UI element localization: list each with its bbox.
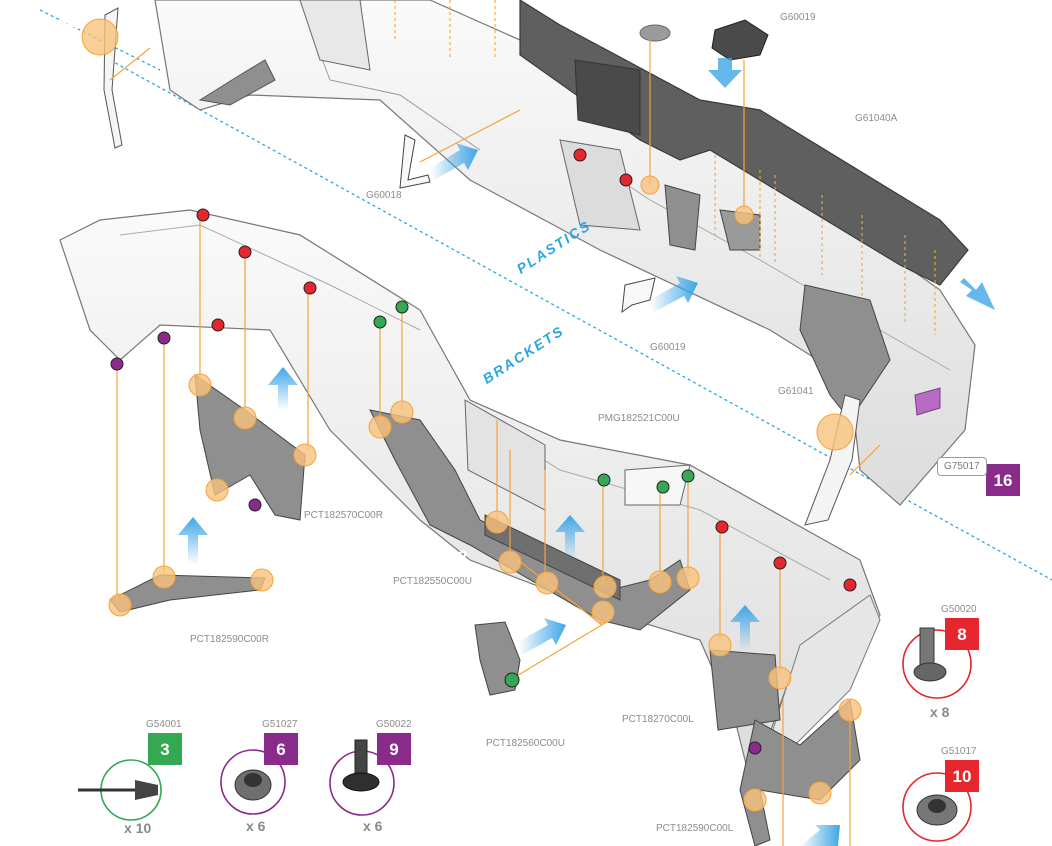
part-12-plug: [639, 24, 671, 42]
upper-brackets: [664, 184, 891, 421]
callout-10: 10: [945, 760, 979, 792]
part-code: G60018: [366, 190, 402, 201]
stud-bolt-icon: [902, 627, 972, 699]
part-code: G50022: [376, 719, 412, 730]
callout-16: 16: [986, 464, 1020, 496]
part-code: PMG182521C00U: [598, 413, 680, 424]
callout-6: 6: [264, 733, 298, 765]
bolt-icon: [329, 739, 395, 816]
callout-11: 11: [865, 134, 883, 154]
rivet-icon: [78, 759, 162, 821]
callout-15b: 15B: [47, 16, 79, 36]
callout-15a: 15A: [783, 406, 815, 426]
upper-bumper-shell: [154, 0, 976, 506]
part-code: G61040A: [855, 113, 898, 124]
hex-nut-icon: [902, 772, 972, 842]
part-14b-clip-upper: [711, 19, 769, 61]
flange-nut-icon: [220, 749, 286, 815]
part-code: PCT18270C00L: [622, 714, 694, 725]
part-code: PCT182560C00U: [486, 738, 565, 749]
callout-1: 1: [662, 439, 672, 459]
quantity-label: x 10: [124, 820, 152, 836]
part-code: PCT182550C00U: [393, 576, 472, 587]
part-code: G60019: [650, 342, 686, 353]
callout-5-right: 5: [293, 536, 303, 556]
part-code: G51027: [262, 719, 298, 730]
part-14a-clip: [399, 134, 431, 189]
callout-2: 2: [458, 546, 468, 566]
part-code: PCT182570C00R: [304, 510, 383, 521]
part-14b-clip-lower: [621, 277, 656, 314]
callout-3: 3: [148, 733, 182, 765]
callout-4: 4: [498, 704, 508, 724]
part-code: PCT182590C00R: [190, 634, 269, 645]
direction-arrows: [178, 58, 995, 846]
fastener-halos: [81, 18, 862, 812]
callout-12: 12: [631, 2, 651, 22]
callout-9: 9: [377, 733, 411, 765]
part-code: G75017: [937, 457, 987, 476]
part-16-badge: [914, 387, 941, 416]
plastics-guide-lines: [394, 0, 936, 335]
part-code: G50020: [941, 604, 977, 615]
part-code: G61041: [778, 386, 814, 397]
part-code: G51017: [941, 746, 977, 757]
quantity-label: x 6: [246, 818, 266, 834]
clip-dots: [110, 148, 857, 755]
callout-14b-lower: 14B: [650, 311, 682, 331]
quantity-label: x 6: [363, 818, 383, 834]
part-code: PCT182590C00L: [656, 823, 734, 834]
quantity-label: x 8: [930, 704, 950, 720]
part-code: G60019: [780, 12, 816, 23]
callout-5-left: 5: [685, 680, 695, 700]
callout-7: 7: [202, 600, 212, 620]
callout-8: 8: [945, 618, 979, 650]
callout-14a: 14A: [367, 157, 399, 177]
callout-14b-upper: 14B: [770, 42, 802, 62]
fastener-guide-lines: [109, 40, 881, 846]
part-code: G54001: [146, 719, 182, 730]
